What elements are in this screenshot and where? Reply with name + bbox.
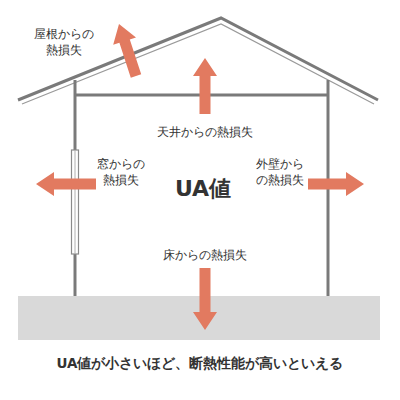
roof-line [18,18,378,100]
roof-label: 屋根からの熱損失 [32,26,96,58]
heat-arrow [193,58,217,114]
heat-arrow [193,268,217,330]
caption: UA値が小さいほど、断熱性能が高いといえる [5,354,395,372]
ua-label: UA値 [158,174,248,204]
heat-arrow [308,172,364,196]
window-label: 窓からの熱損失 [95,156,147,188]
floor-label: 床からの熱損失 [145,247,265,263]
wall-label: 外壁からの熱損失 [254,156,306,188]
heat-arrow [113,24,141,78]
ceiling-label: 天井からの熱損失 [145,124,265,140]
heat-loss-arrows [36,24,364,330]
heat-arrow [36,172,96,196]
window-pane [75,150,76,254]
window [72,150,79,254]
